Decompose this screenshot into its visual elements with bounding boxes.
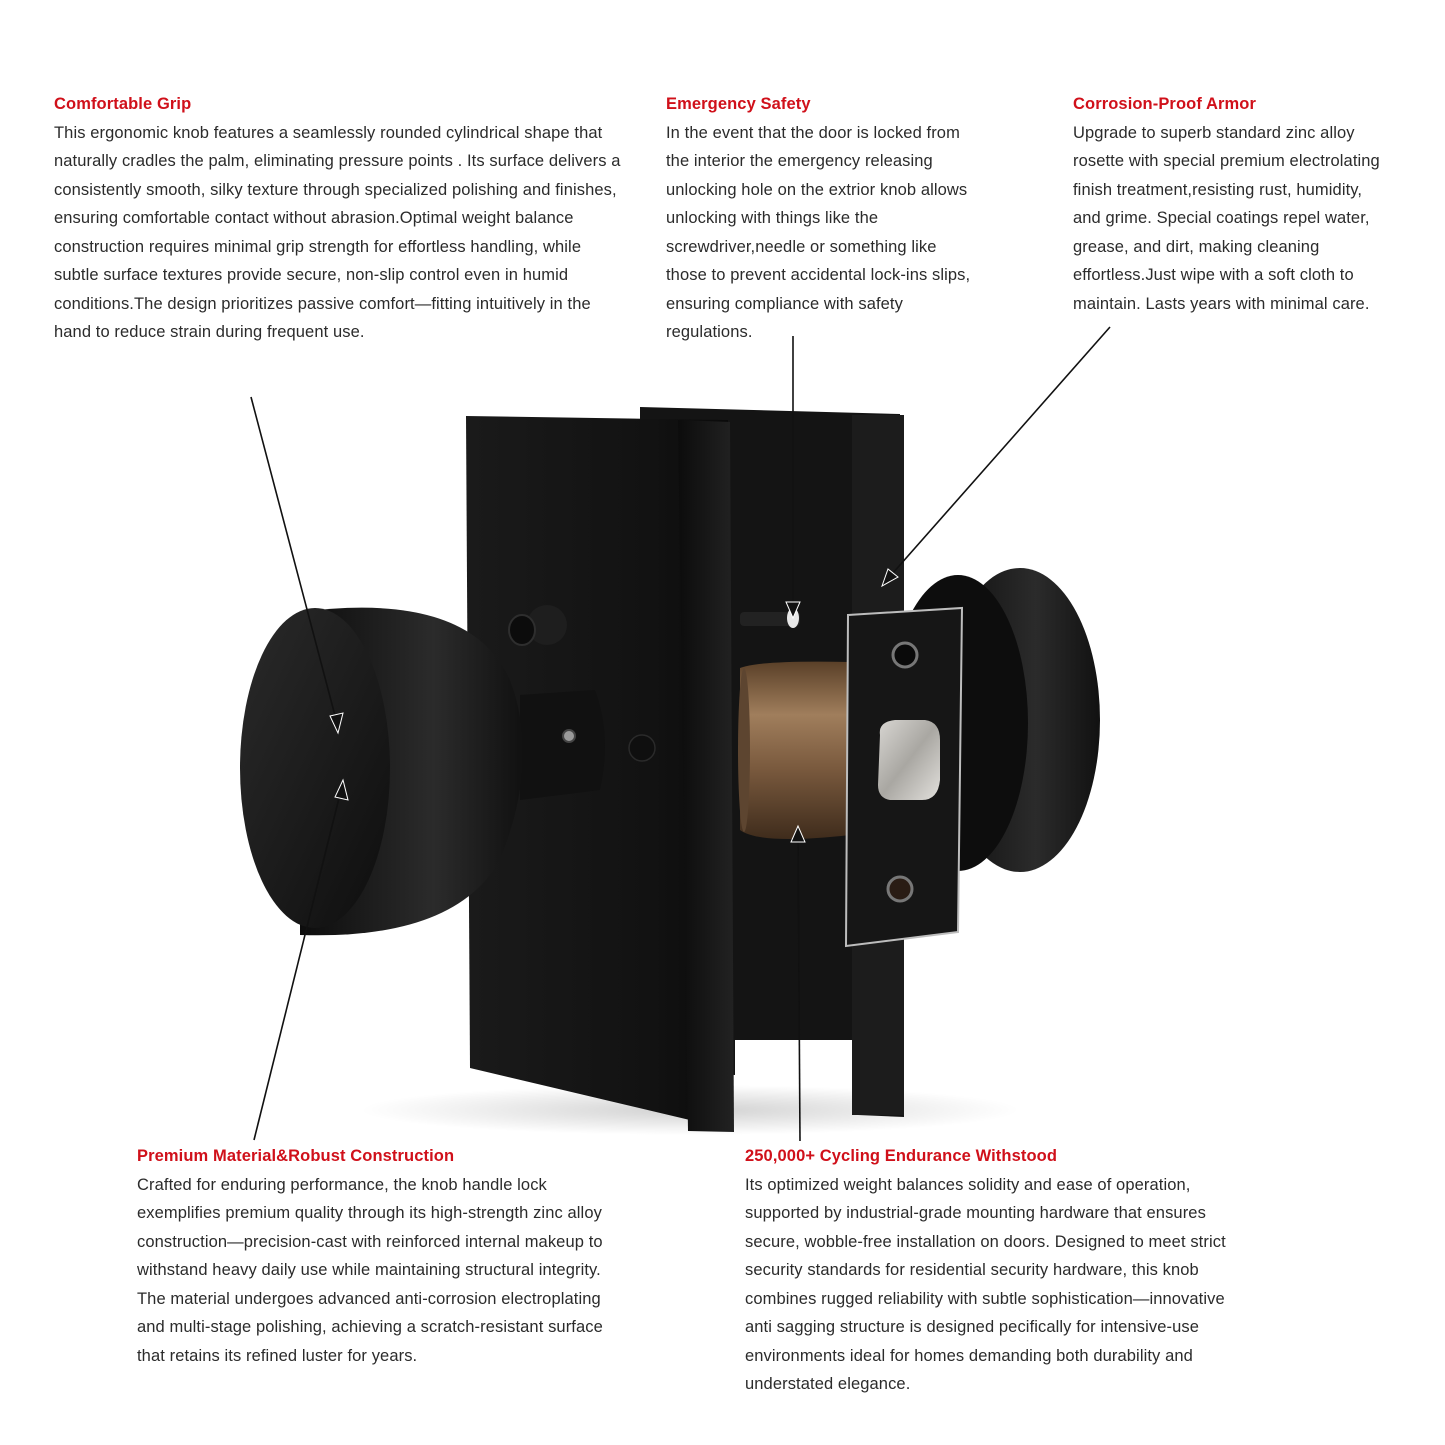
- feature-line: anti sagging structure is designed pecif…: [745, 1318, 1199, 1336]
- feature-line: those to prevent accidental lock-ins sli…: [666, 266, 971, 284]
- set-screw: [562, 729, 576, 743]
- arrow-endurance: [797, 831, 801, 1142]
- feature-line: maintain. Lasts years with minimal care.: [1073, 294, 1370, 313]
- feature-line: rosette with special premium electrolati…: [1073, 152, 1380, 170]
- feature-title: Corrosion-Proof Armor: [1073, 95, 1256, 113]
- feature-line: unlocking with things like the: [666, 209, 879, 227]
- feature-line: and multi-stage polishing, achieving a s…: [137, 1318, 603, 1336]
- callout-arrows: [250, 326, 1111, 1142]
- latch-assembly: [738, 608, 850, 839]
- feature-cycling-endurance: 250,000+ Cycling Endurance Withstood Its…: [745, 1142, 1265, 1399]
- feature-line: The material undergoes advanced anti-cor…: [137, 1289, 601, 1308]
- feature-line: finish treatment,resisting rust, humidit…: [1073, 180, 1363, 199]
- feature-comfortable-grip: Comfortable Grip This ergonomic knob fea…: [54, 90, 644, 347]
- feature-line: Its optimized weight balances solidity a…: [745, 1175, 1191, 1194]
- feature-line: hand to reduce strain during frequent us…: [54, 323, 365, 341]
- feature-line: exemplifies premium quality through its …: [137, 1204, 602, 1222]
- left-knob: [240, 607, 523, 936]
- feature-line: that retains its refined luster for year…: [137, 1346, 418, 1365]
- feature-line: Upgrade to superb standard zinc alloy: [1073, 123, 1355, 142]
- feature-line: construction—precision-cast with reinfor…: [137, 1232, 603, 1251]
- feature-line: understated elegance.: [745, 1375, 911, 1393]
- feature-line: combines rugged reliability with subtle …: [745, 1289, 1225, 1308]
- feature-emergency-safety: Emergency Safety In the event that the d…: [666, 90, 996, 347]
- feature-line: conditions.The design prioritizes passiv…: [54, 294, 591, 313]
- knob-neck: [520, 690, 605, 800]
- feature-line: grease, and dirt, making cleaning: [1073, 237, 1320, 256]
- feature-line: secure, wobble-free installation on door…: [745, 1232, 1226, 1251]
- latch-faceplate: [844, 606, 964, 948]
- feature-line: regulations.: [666, 323, 753, 341]
- feature-title: Premium Material&Robust Construction: [137, 1147, 455, 1165]
- feature-line: ensuring comfortable contact without abr…: [54, 209, 574, 227]
- feature-title: 250,000+ Cycling Endurance Withstood: [745, 1147, 1057, 1165]
- feature-line: security standards for residential secur…: [745, 1261, 1199, 1279]
- feature-line: ensuring compliance with safety: [666, 294, 903, 313]
- feature-title: Comfortable Grip: [54, 95, 192, 113]
- feature-line: construction requires minimal grip stren…: [54, 237, 582, 256]
- feature-line: and grime. Special coatings repel water,: [1073, 209, 1370, 227]
- feature-line: unlocking hole on the extrior knob allow…: [666, 180, 968, 199]
- arrow-grip: [250, 396, 339, 728]
- feature-line: subtle surface textures provide secure, …: [54, 266, 569, 284]
- arrow-corrosion: [884, 326, 1111, 583]
- latch-bolt: [878, 720, 940, 800]
- feature-line: This ergonomic knob features a seamlessl…: [54, 123, 603, 142]
- feature-line: consistently smooth, silky texture throu…: [54, 180, 617, 199]
- feature-line: In the event that the door is locked fro…: [666, 123, 960, 142]
- feature-line: naturally cradles the palm, eliminating …: [54, 152, 621, 170]
- arrow-material: [253, 785, 343, 1141]
- feature-line: effortless.Just wipe with a soft cloth t…: [1073, 266, 1354, 284]
- feature-premium-material: Premium Material&Robust Construction Cra…: [137, 1142, 637, 1370]
- phillips-screw: [628, 734, 656, 762]
- feature-line: supported by industrial-grade mounting h…: [745, 1204, 1206, 1222]
- privacy-button: [508, 605, 567, 646]
- feature-line: withstand heavy daily use while maintain…: [137, 1261, 601, 1279]
- feature-line: Crafted for enduring performance, the kn…: [137, 1175, 547, 1194]
- feature-line: screwdriver,needle or something like: [666, 237, 937, 256]
- feature-line: environments ideal for homes demanding b…: [745, 1346, 1193, 1365]
- feature-line: the interior the emergency releasing: [666, 152, 933, 170]
- feature-corrosion-proof-armor: Corrosion-Proof Armor Upgrade to superb …: [1073, 90, 1443, 318]
- feature-title: Emergency Safety: [666, 95, 811, 113]
